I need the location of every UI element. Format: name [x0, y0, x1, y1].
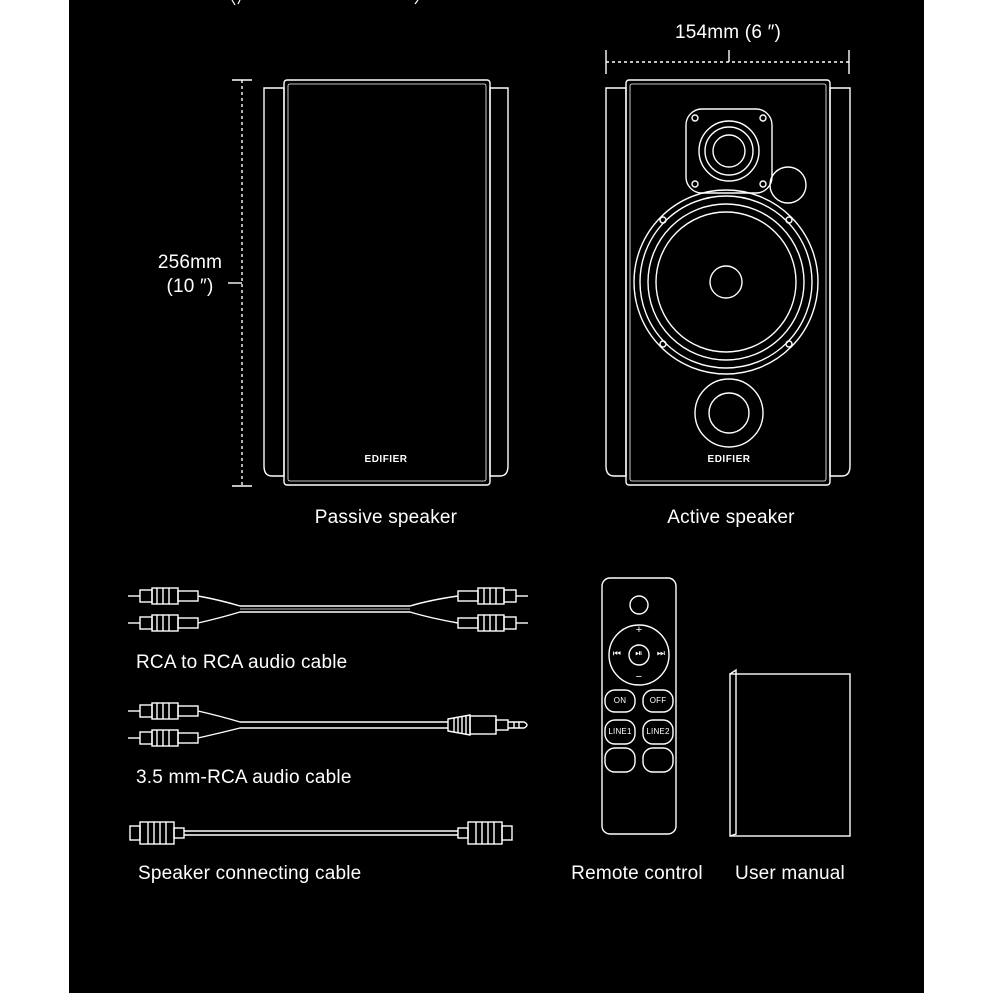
remote-line2-label: LINE2	[646, 727, 670, 736]
remote-line1-label: LINE1	[608, 727, 632, 736]
width-label: 154mm (6 ″)	[674, 22, 782, 43]
active-speaker	[605, 79, 851, 486]
width-dimension	[605, 50, 850, 74]
black-panel	[69, 0, 924, 993]
remote-off-label: OFF	[649, 696, 667, 705]
remote-control-drawing	[601, 577, 677, 835]
cropped-text-fragment	[231, 0, 419, 6]
remote-control-label: Remote control	[571, 863, 703, 884]
tweeter	[685, 108, 773, 194]
user-manual-label: User manual	[735, 863, 845, 884]
active-speaker-label: Active speaker	[667, 507, 795, 528]
height-label: 256mm	[157, 252, 223, 273]
remote-next-label: ⏭	[656, 648, 666, 658]
passive-brand-logo: EDIFIER	[364, 454, 408, 465]
bass-port	[694, 378, 764, 448]
remote-plus-label: +	[635, 624, 643, 636]
speaker-cable-drawing	[129, 821, 513, 845]
aux-cable-drawing	[128, 702, 528, 747]
height-dimension	[228, 79, 252, 487]
woofer	[633, 189, 819, 375]
active-brand-logo: EDIFIER	[707, 454, 751, 465]
height-inch-label: (10 ″)	[166, 276, 214, 297]
rca-cable-drawing	[128, 587, 528, 632]
user-manual-drawing	[729, 668, 851, 837]
speaker-cable-label: Speaker connecting cable	[138, 863, 362, 884]
ir-sensor	[769, 166, 807, 204]
rca-cable-label: RCA to RCA audio cable	[136, 652, 348, 673]
passive-speaker-label: Passive speaker	[314, 507, 458, 528]
remote-play-label: ⏯	[635, 648, 643, 658]
passive-speaker	[263, 79, 509, 486]
remote-prev-label: ⏮	[612, 648, 622, 658]
remote-on-label: ON	[613, 696, 627, 705]
aux-cable-label: 3.5 mm-RCA audio cable	[136, 767, 352, 788]
remote-minus-label: −	[635, 671, 643, 683]
